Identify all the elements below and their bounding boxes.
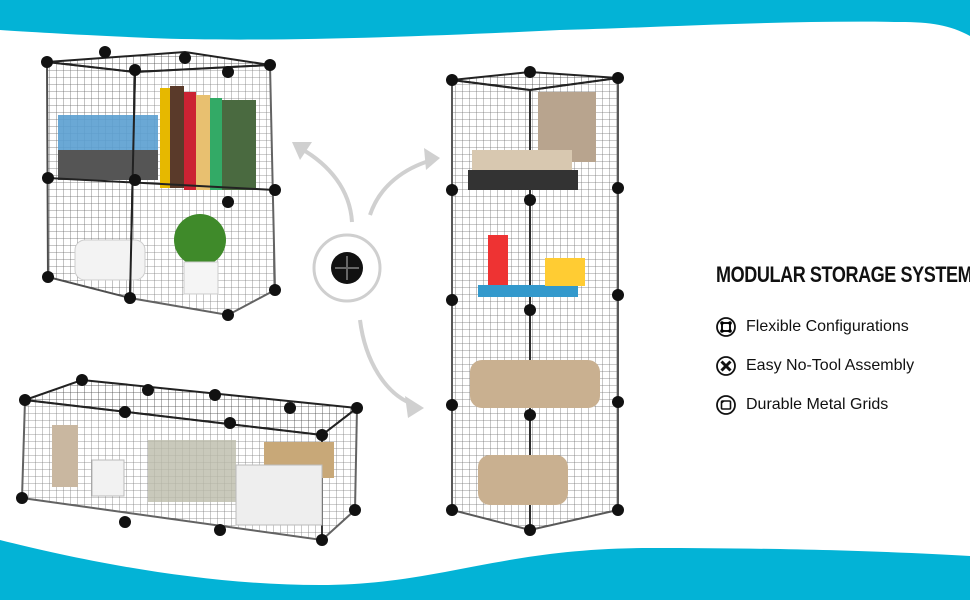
- cube-tower-shelf: [446, 66, 624, 536]
- feature-item: Flexible Configurations: [716, 316, 970, 338]
- arrow-heads: [292, 142, 440, 418]
- grid-panel-icon: [716, 395, 736, 415]
- connector-detail: [312, 233, 382, 303]
- feature-label: Easy No-Tool Assembly: [746, 357, 915, 374]
- feature-panel: MODULAR STORAGE SYSTEM Flexible Configur…: [716, 262, 970, 433]
- connector-icon: [716, 317, 736, 337]
- top-wave-band: [0, 0, 970, 40]
- feature-item: Durable Metal Grids: [716, 394, 970, 416]
- feature-label: Durable Metal Grids: [746, 396, 889, 413]
- cube-3x1-shelf: [16, 374, 363, 546]
- feature-label: Flexible Configurations: [746, 318, 909, 335]
- tools-icon: [716, 356, 736, 376]
- panel-title: MODULAR STORAGE SYSTEM: [716, 262, 970, 287]
- bottom-wave-band: [0, 540, 970, 600]
- feature-item: Easy No-Tool Assembly: [716, 355, 970, 377]
- cube-2x2-shelf: [41, 46, 281, 321]
